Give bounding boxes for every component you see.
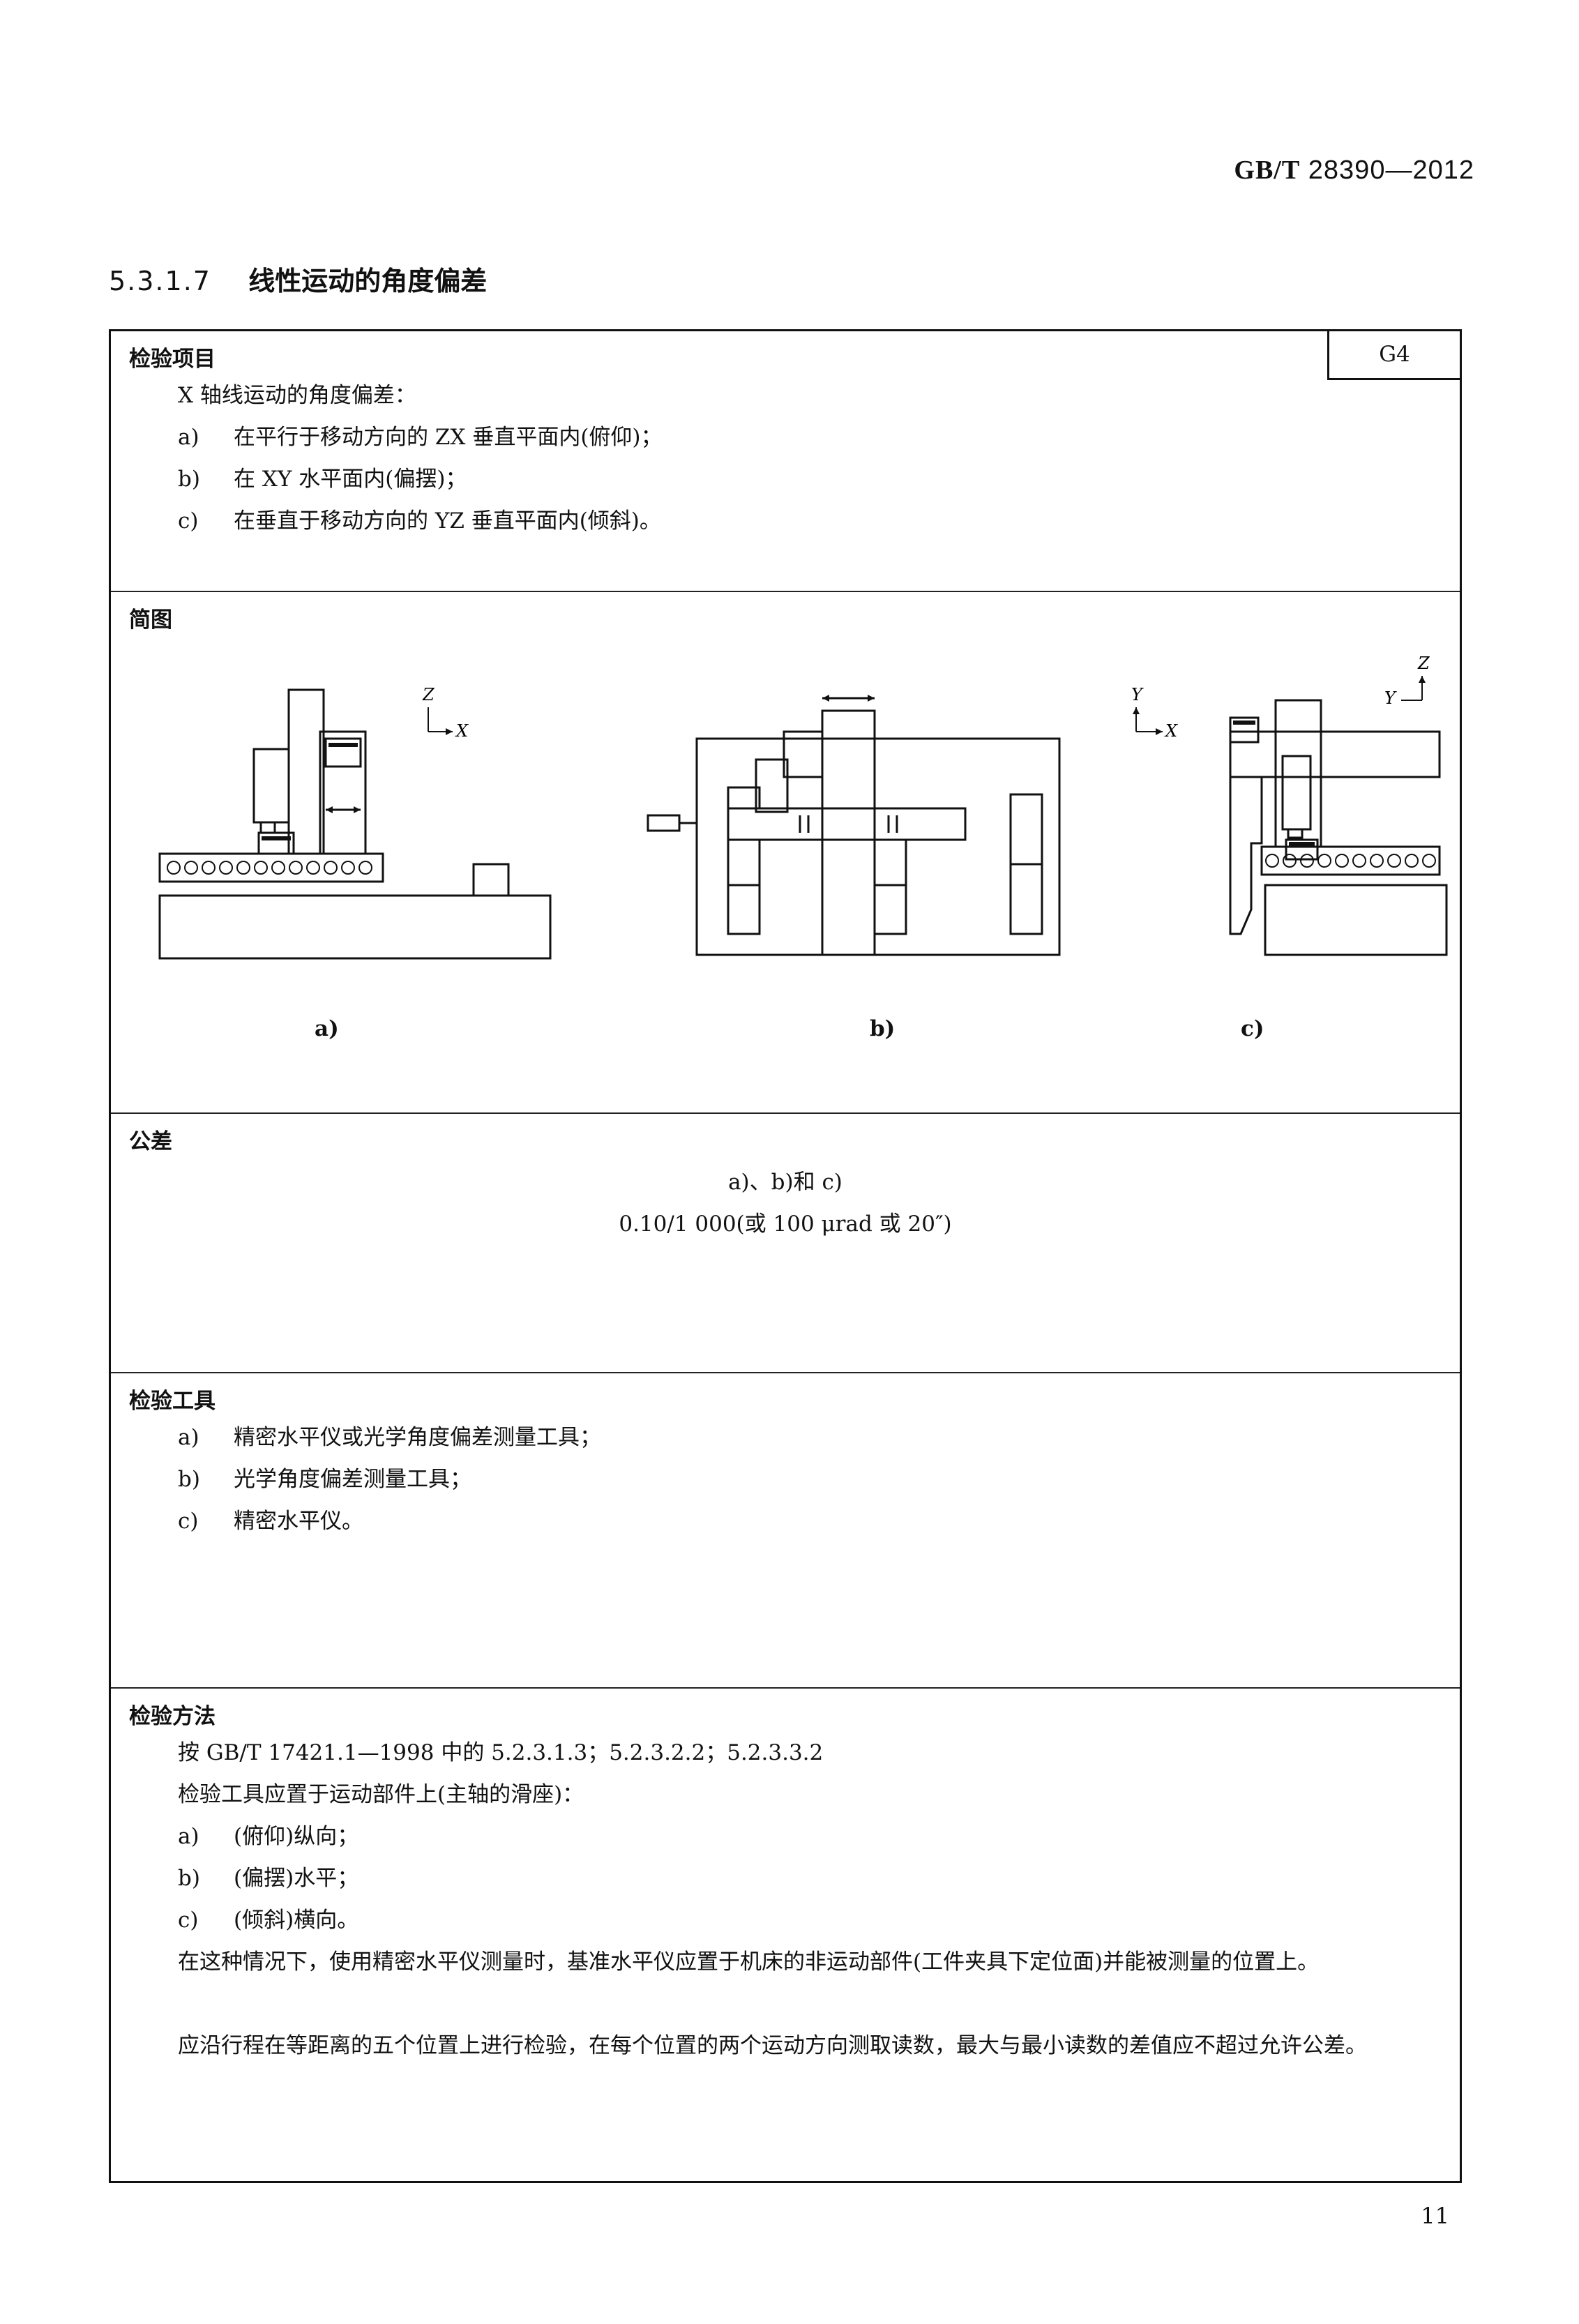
method-c: c) (倾斜)横向。 <box>178 1906 358 1934</box>
item-label: a) <box>178 1824 199 1849</box>
item-text: (倾斜)横向。 <box>234 1908 359 1933</box>
item-label: c) <box>178 1509 199 1534</box>
item-text: (俯仰)纵向； <box>234 1824 359 1849</box>
check-item-section: 检验项目 G4 X 轴线运动的角度偏差： a) 在平行于移动方向的 ZX 垂直平面… <box>111 331 1460 591</box>
standard-prefix: GB/T <box>1234 156 1301 185</box>
check-item-heading: 检验项目 <box>129 347 216 372</box>
section-heading: 线性运动的角度偏差 <box>248 266 488 296</box>
item-label: b) <box>178 467 200 492</box>
item-text: 精密水平仪。 <box>234 1509 363 1534</box>
check-item-a: a) 在平行于移动方向的 ZX 垂直平面内(俯仰)； <box>178 423 663 451</box>
axis-x-label: X <box>455 721 469 741</box>
item-label: b) <box>178 1866 200 1891</box>
method-placement: 检验工具应置于运动部件上(主轴的滑座)： <box>178 1782 584 1807</box>
item-label: a) <box>178 1425 199 1450</box>
item-text: 在垂直于移动方向的 YZ 垂直平面内(倾斜)。 <box>234 508 661 534</box>
tools-heading: 检验工具 <box>129 1389 216 1414</box>
tools-section: 检验工具 a) 精密水平仪或光学角度偏差测量工具； b) 光学角度偏差测量工具； c… <box>111 1372 1460 1687</box>
item-label: a) <box>178 425 199 450</box>
axis-x-label: X <box>1164 721 1178 741</box>
method-section: 检验方法 按 GB/T 17421.1—1998 中的 5.2.3.1.3；5.… <box>111 1687 1460 2181</box>
item-text: (偏摆)水平； <box>234 1866 359 1891</box>
caption-b: b) <box>870 1016 896 1041</box>
inspection-table: 检验项目 G4 X 轴线运动的角度偏差： a) 在平行于移动方向的 ZX 垂直平面… <box>109 329 1462 2183</box>
axis-y-label: Y <box>1131 685 1144 704</box>
tolerance-heading: 公差 <box>129 1129 172 1154</box>
tool-a: a) 精密水平仪或光学角度偏差测量工具； <box>178 1424 601 1451</box>
tolerance-scope: a)、b)和 c) <box>728 1170 843 1195</box>
diagram-heading: 简图 <box>129 608 172 633</box>
item-text: 在平行于移动方向的 ZX 垂直平面内(俯仰)； <box>234 425 663 450</box>
method-a: a) (俯仰)纵向； <box>178 1823 358 1850</box>
check-item-b: b) 在 XY 水平面内(偏摆)； <box>178 465 467 493</box>
standard-number: GB/T 28390—2012 <box>1234 155 1474 186</box>
check-item-c: c) 在垂直于移动方向的 YZ 垂直平面内(倾斜)。 <box>178 507 661 535</box>
tool-b: b) 光学角度偏差测量工具； <box>178 1465 471 1493</box>
machine-diagram-a: Z X <box>158 685 552 960</box>
standard-code: 28390—2012 <box>1308 156 1474 185</box>
tool-c: c) 精密水平仪。 <box>178 1507 363 1535</box>
item-text: 在 XY 水平面内(偏摆)； <box>234 467 467 492</box>
method-paragraph-1: 在这种情况下，使用精密水平仪测量时，基准水平仪应置于机床的非运动部件(工件夹具下… <box>178 1949 1320 1975</box>
item-label: b) <box>178 1467 200 1492</box>
section-title: 5.3.1.7 线性运动的角度偏差 <box>109 259 487 298</box>
item-label: c) <box>178 1908 199 1933</box>
item-label: c) <box>178 508 199 534</box>
page-number: 11 <box>1421 2203 1449 2229</box>
item-text: 光学角度偏差测量工具； <box>234 1467 471 1492</box>
method-paragraph-2: 应沿行程在等距离的五个位置上进行检验，在每个位置的两个运动方向测取读数，最大与最… <box>178 2033 1367 2058</box>
tolerance-value: 0.10/1 000(或 100 μrad 或 20″) <box>619 1212 952 1237</box>
diagram-section: 简图 <box>111 591 1460 1112</box>
caption-c: c) <box>1241 1016 1264 1041</box>
caption-a: a) <box>315 1016 339 1041</box>
check-code: G4 <box>1327 331 1460 380</box>
item-text: 精密水平仪或光学角度偏差测量工具； <box>234 1425 601 1450</box>
axis-y-label: Y <box>1384 688 1397 708</box>
method-reference: 按 GB/T 17421.1—1998 中的 5.2.3.1.3；5.2.3.2… <box>178 1740 824 1765</box>
method-heading: 检验方法 <box>129 1704 216 1729</box>
method-b: b) (偏摆)水平； <box>178 1864 358 1892</box>
check-item-intro: X 轴线运动的角度偏差： <box>178 383 416 408</box>
section-number: 5.3.1.7 <box>109 266 211 296</box>
axis-z-label: Z <box>422 685 435 704</box>
tolerance-section: 公差 a)、b)和 c) 0.10/1 000(或 100 μrad 或 20″… <box>111 1112 1460 1372</box>
machine-diagram-c: Z Y <box>1229 654 1448 956</box>
axis-z-label: Z <box>1417 654 1430 673</box>
machine-diagram-b: Y X <box>647 685 1178 956</box>
